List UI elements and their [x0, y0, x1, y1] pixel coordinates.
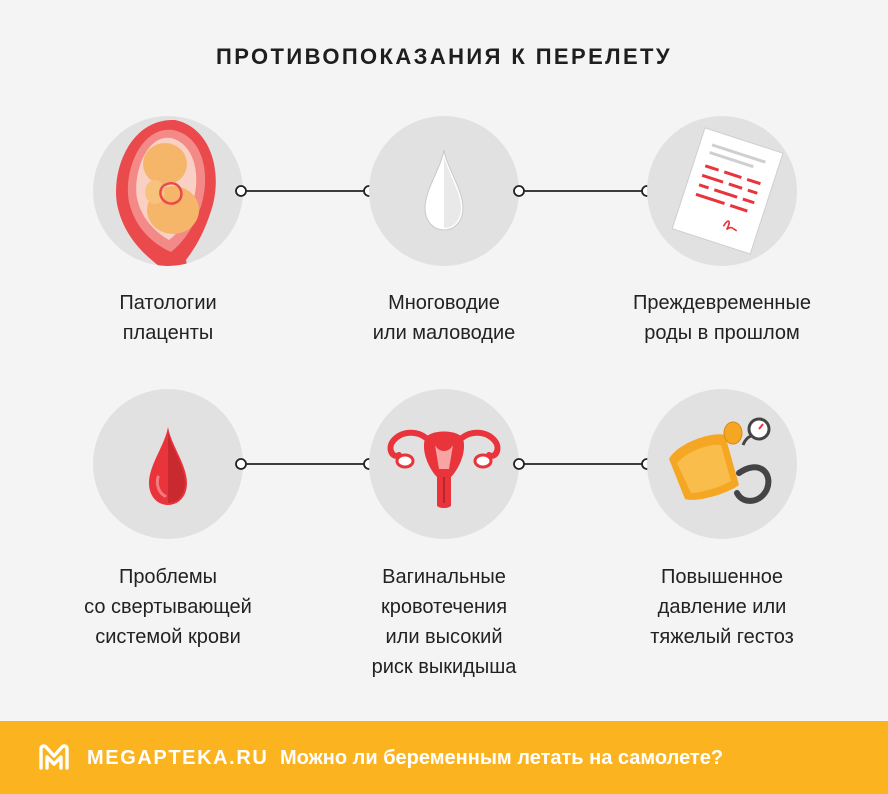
connector-1-2 — [235, 185, 375, 197]
caption-placental-pathology: Патологии плаценты — [43, 288, 293, 348]
caption-vaginal-bleeding: Вагинальные кровотечения или высокий рис… — [319, 562, 569, 682]
caption-polyhydramnios: Многоводие или маловодие — [319, 288, 569, 348]
caption-high-pressure: Повышенное давление или тяжелый гестоз — [597, 562, 847, 652]
caption-preterm-birth: Преждевременные роды в прошлом — [597, 288, 847, 348]
caption-line: риск выкидыша — [371, 656, 517, 678]
caption-line: Вагинальные — [382, 566, 506, 588]
caption-line: плаценты — [122, 322, 214, 344]
caption-line: Патологии — [119, 292, 217, 314]
caption-line: Преждевременные — [633, 292, 811, 314]
blood-pressure-monitor-icon — [647, 389, 797, 539]
caption-line: тяжелый гестоз — [650, 626, 794, 648]
page-title: ПРОТИВОПОКАЗАНИЯ К ПЕРЕЛЕТУ — [216, 44, 672, 69]
caption-line: кровотечения — [380, 596, 508, 618]
uterus-fetus-icon — [93, 116, 243, 266]
caption-line: или маловодие — [372, 322, 516, 344]
article-title-link[interactable]: Можно ли беременным летать на самолете? — [280, 747, 724, 769]
connector-4-5 — [235, 458, 375, 470]
caption-line: давление или — [657, 596, 787, 618]
medical-document-icon — [647, 116, 797, 266]
footer-bar: MEGAPTEKA.RU Можно ли беременным летать … — [0, 721, 888, 794]
brand-name[interactable]: MEGAPTEKA.RU — [87, 747, 269, 769]
caption-line: Проблемы — [118, 566, 218, 588]
water-drop-icon — [369, 116, 519, 266]
blood-drop-icon — [93, 389, 243, 539]
connector-5-6 — [513, 458, 653, 470]
megapteka-logo-icon[interactable] — [38, 743, 70, 771]
caption-blood-clotting: Проблемы со свертывающей системой крови — [43, 562, 293, 652]
caption-line: со свертывающей — [84, 596, 252, 618]
caption-line: или высокий — [385, 626, 503, 648]
reproductive-organs-icon — [369, 389, 519, 539]
caption-line: Многоводие — [388, 292, 500, 314]
caption-line: системой крови — [95, 626, 241, 648]
caption-line: Повышенное — [660, 566, 783, 588]
caption-line: роды в прошлом — [644, 322, 800, 344]
connector-2-3 — [513, 185, 653, 197]
